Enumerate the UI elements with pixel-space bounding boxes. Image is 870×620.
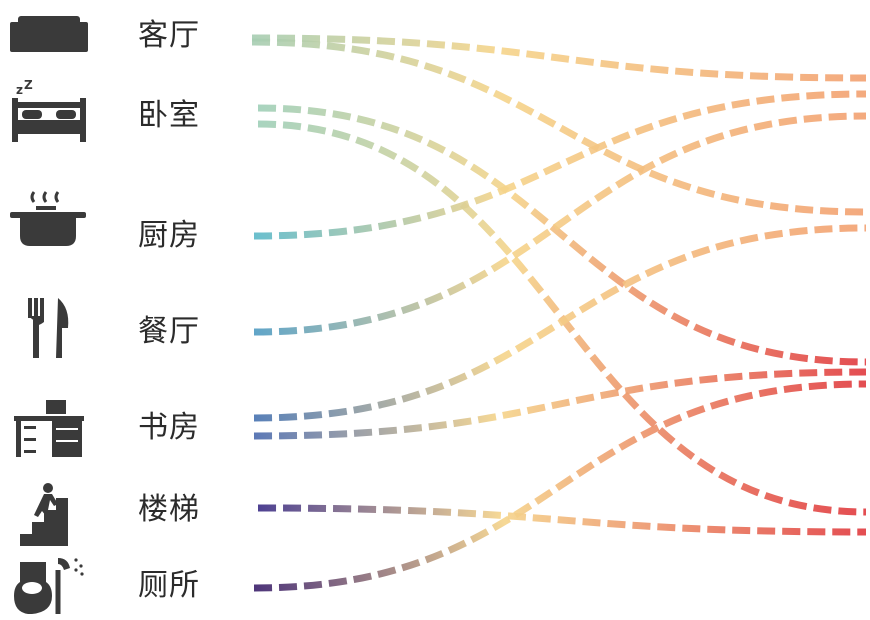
flow-line — [251, 38, 867, 216]
room-label-restroom: 厕所 — [138, 568, 200, 603]
fork-knife-icon — [6, 296, 92, 360]
sofa-icon — [6, 4, 92, 68]
room-label-dining: 餐厅 — [138, 314, 200, 349]
room-label-kitchen: 厨房 — [138, 218, 200, 253]
bed-sleeping-icon: z Z — [6, 78, 92, 144]
toilet-icon — [6, 552, 92, 616]
desk-icon — [6, 398, 92, 462]
flow-line — [251, 34, 867, 82]
cooking-pot-icon — [6, 188, 92, 252]
flow-line — [257, 104, 867, 366]
flow-line — [253, 380, 867, 592]
room-label-living: 客厅 — [138, 18, 200, 53]
room-label-stairs: 楼梯 — [138, 492, 200, 527]
svg-text:Z: Z — [24, 80, 33, 92]
flow-line — [253, 90, 867, 240]
flow-line — [253, 368, 867, 440]
flow-line — [253, 224, 867, 422]
svg-text:z: z — [16, 83, 23, 97]
person-climbing-stairs-icon — [6, 482, 92, 546]
flow-line — [257, 504, 867, 536]
room-label-study: 书房 — [138, 410, 200, 445]
room-label-bedroom: 卧室 — [138, 98, 200, 133]
flow-line — [253, 112, 867, 336]
